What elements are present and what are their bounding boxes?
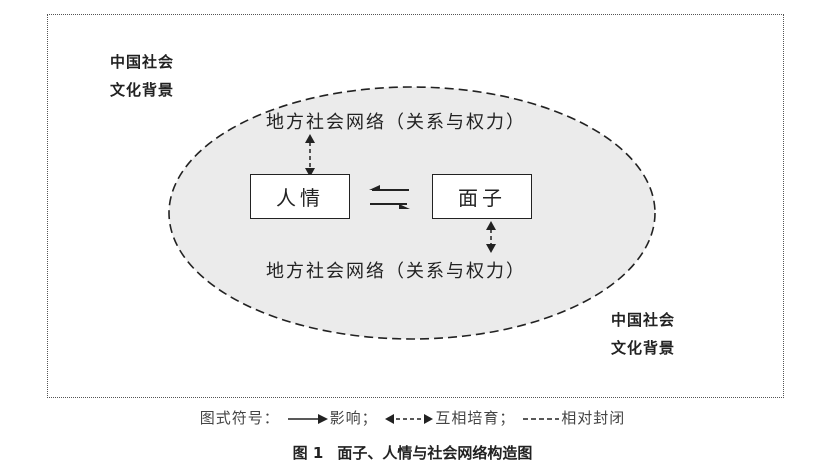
legend-influence-label: 影响； <box>329 409 378 427</box>
mianzi-node: 面子 <box>432 174 532 219</box>
legend-influence-arrow-icon <box>287 414 328 424</box>
network-label-bottom: 地方社会网络（关系与权力） <box>266 261 526 282</box>
diagram-frame <box>47 14 784 398</box>
legend-mutual-arrow-icon <box>385 414 434 424</box>
legend-dashed-line-icon <box>523 418 560 420</box>
context-label-top: 中国社会 文化背景 <box>110 48 174 104</box>
legend-closed-label: 相对封闭 <box>561 409 626 427</box>
exchange-arrows <box>369 185 410 209</box>
renqing-node: 人情 <box>250 174 350 219</box>
legend-mutual-label: 互相培育； <box>435 409 516 427</box>
context-label-bottom-line2: 文化背景 <box>611 339 676 357</box>
context-label-bottom: 中国社会 文化背景 <box>611 306 675 362</box>
mutual-arrow-top <box>305 134 315 177</box>
figure-caption: 图 1 面子、人情与社会网络构造图 <box>0 442 825 463</box>
context-label-bottom-line1: 中国社会 <box>611 311 676 329</box>
social-context-ellipse <box>168 86 656 340</box>
legend-prefix: 图式符号： <box>199 409 280 427</box>
context-label-top-line1: 中国社会 <box>110 53 175 71</box>
figure-title: 面子、人情与社会网络构造图 <box>337 444 533 462</box>
context-label-top-line2: 文化背景 <box>110 81 175 99</box>
mutual-arrow-bottom <box>486 221 496 253</box>
legend: 图式符号： 影响； 互相培育； 相对封闭 <box>0 407 825 428</box>
network-label-top: 地方社会网络（关系与权力） <box>266 112 526 133</box>
figure-number: 图 1 <box>292 444 324 462</box>
